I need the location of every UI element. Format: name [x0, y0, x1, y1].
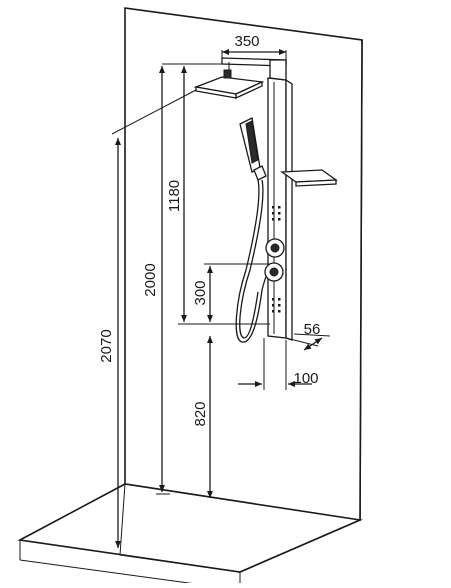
dim-2070-label: 2070	[98, 329, 115, 362]
hand-shower-icon	[235, 117, 269, 343]
dim-350: 350	[221, 33, 287, 60]
body-jets	[272, 206, 281, 313]
dim-100: 100	[238, 338, 319, 390]
mixer-knob-icon	[264, 238, 285, 282]
dim-1180: 1180	[162, 63, 270, 325]
dim-820-label: 820	[192, 401, 209, 426]
shelf-icon	[280, 169, 338, 190]
shower-enclosure	[17, 7, 363, 588]
shower-column	[267, 77, 293, 341]
dim-820: 820	[192, 336, 213, 498]
dim-350-label: 350	[234, 33, 259, 50]
dim-56: 56	[285, 321, 331, 351]
dim-100-label: 100	[293, 370, 318, 387]
dim-2000-label: 2000	[142, 263, 159, 296]
dim-300: 300	[192, 263, 270, 322]
dim-300-label: 300	[192, 280, 209, 305]
rain-shower-head-icon	[193, 69, 265, 100]
dim-2000: 2000	[142, 66, 170, 495]
dim-2070: 2070	[98, 89, 197, 548]
overhead-arm	[221, 57, 287, 81]
dim-1180-label: 1180	[166, 180, 183, 212]
dim-56-label: 56	[304, 321, 321, 338]
